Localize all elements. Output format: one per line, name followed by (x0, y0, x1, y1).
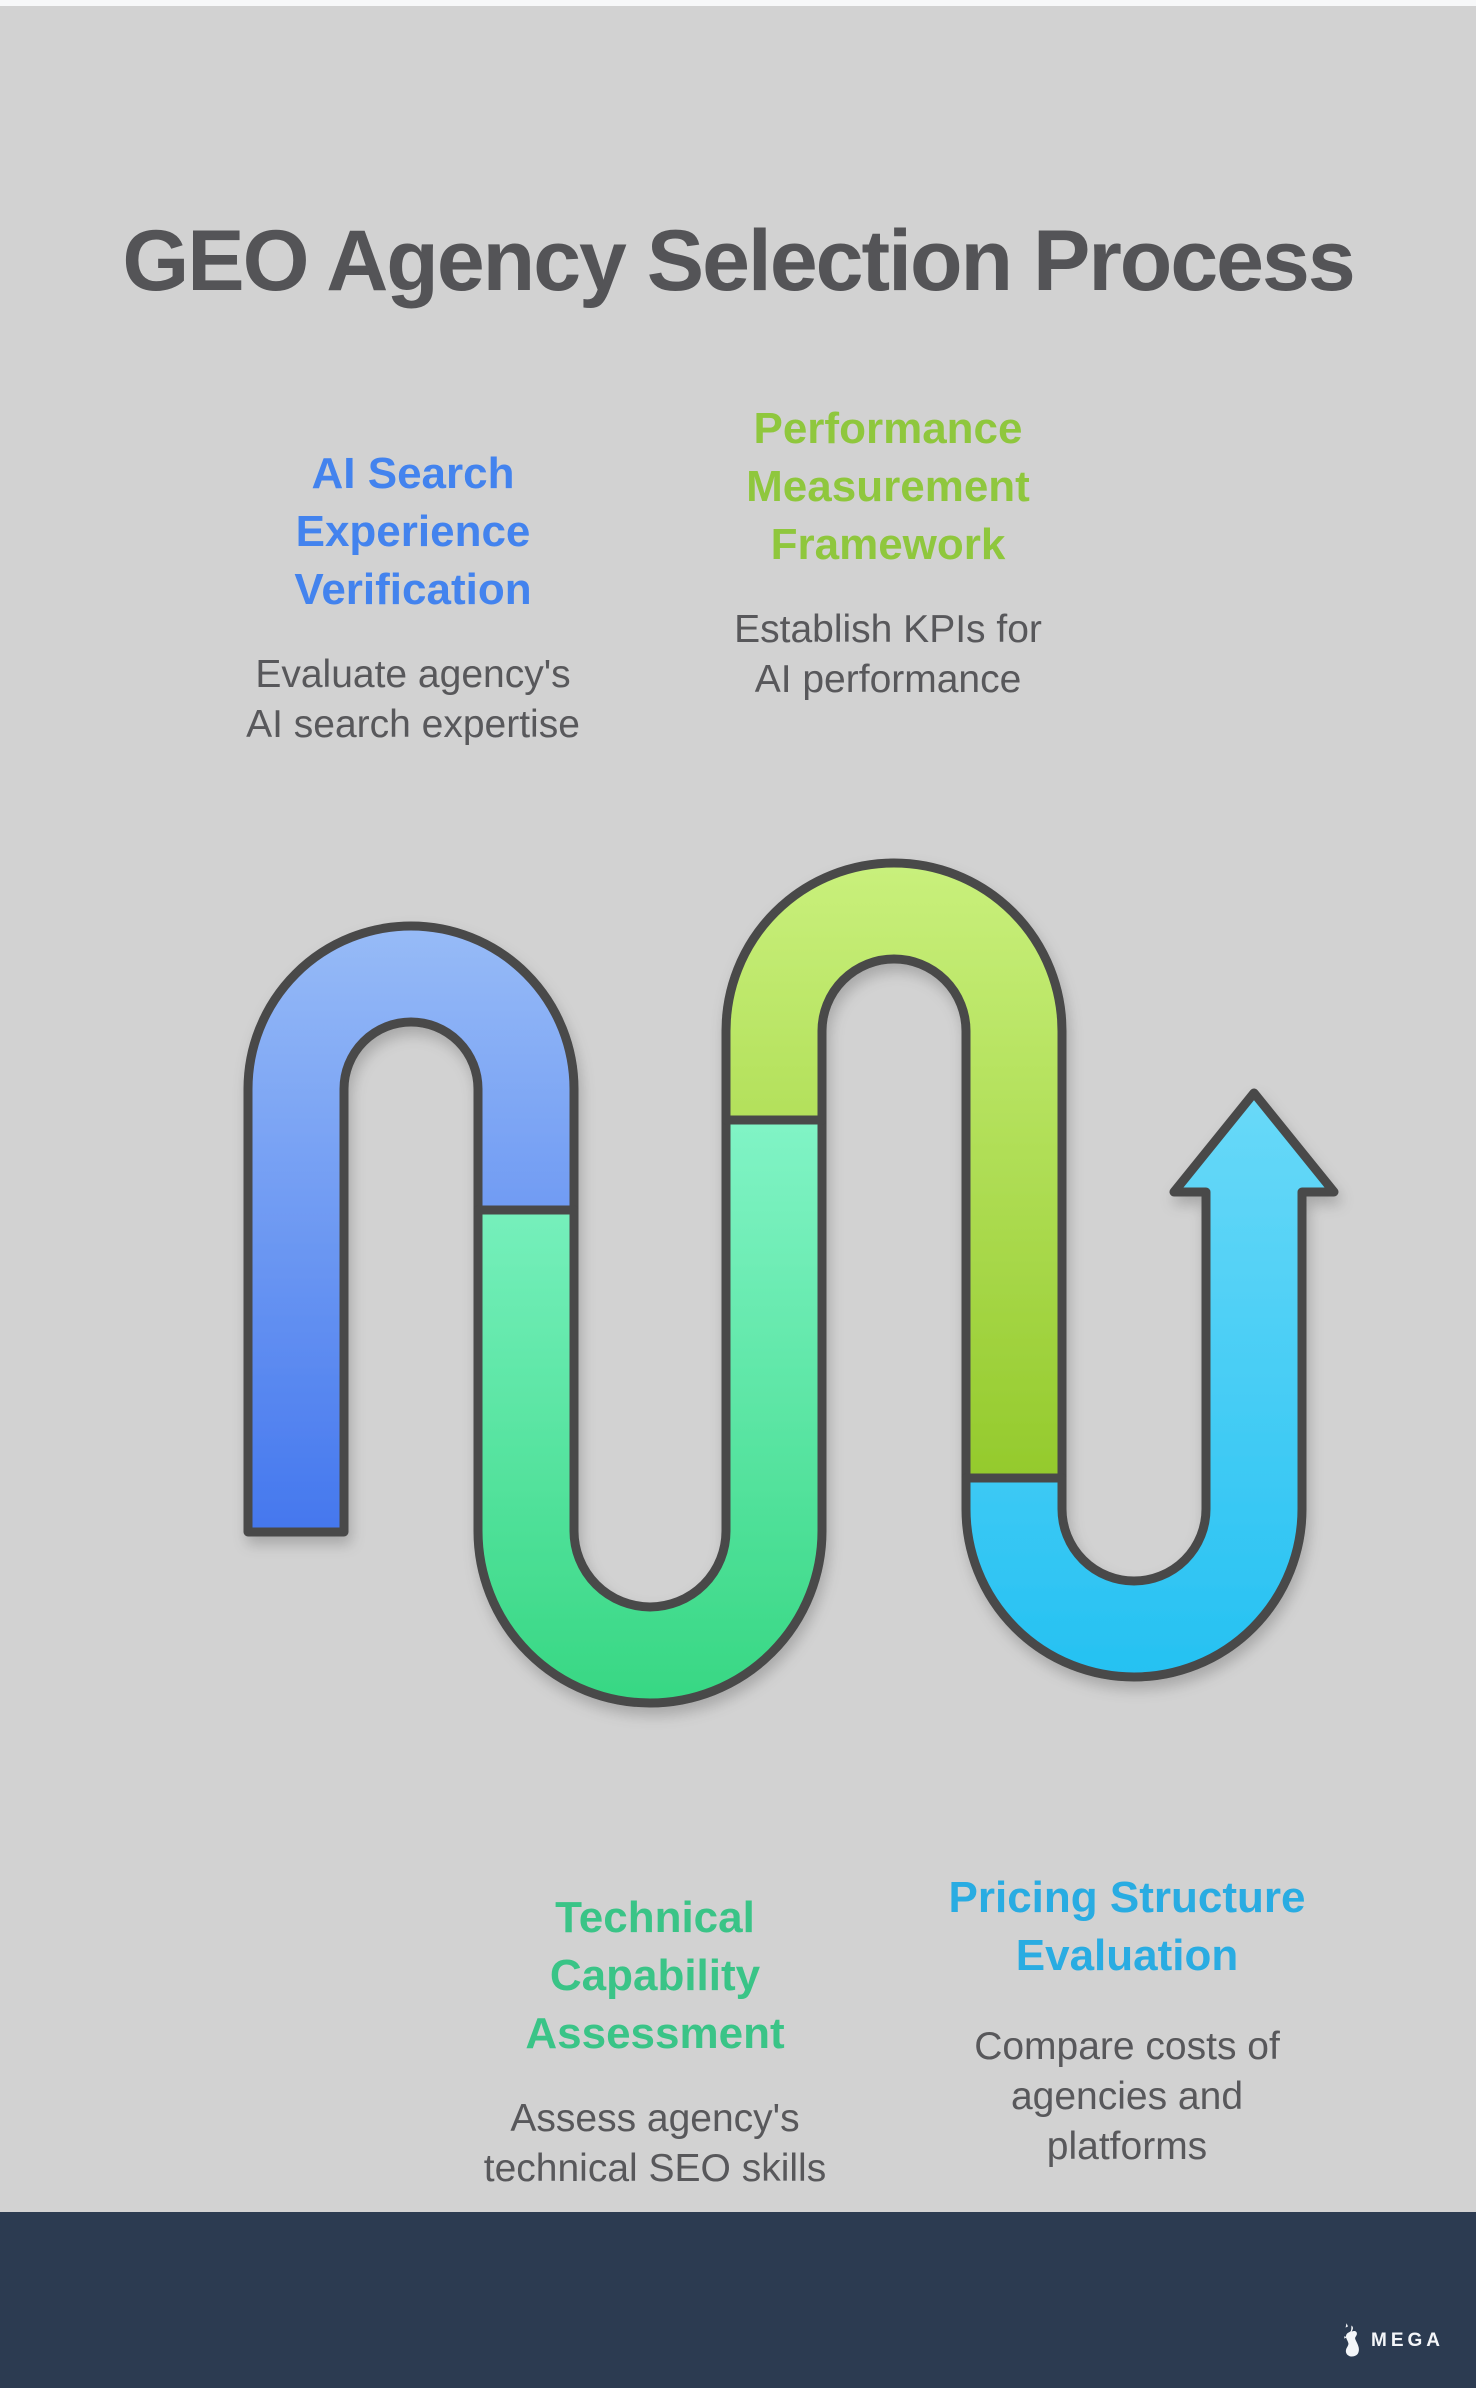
stage-ai-search-description: Evaluate agency's AI search expertise (153, 650, 673, 750)
stage-title-line: Verification (294, 565, 532, 614)
stage-technical-block: Technical Capability Assessment Assess a… (395, 1889, 915, 2194)
path-segment-technical (473, 1115, 827, 1708)
top-strip (0, 0, 1476, 6)
stage-performance-block: Performance Measurement Framework Establ… (628, 400, 1148, 705)
stage-pricing-block: Pricing Structure Evaluation Compare cos… (867, 1869, 1387, 2172)
page-title: GEO Agency Selection Process (122, 213, 1355, 309)
stage-title-line: Measurement (746, 462, 1030, 511)
stage-pricing-description: Compare costs of agencies and platforms (867, 2022, 1387, 2172)
stage-ai-search-title: AI Search Experience Verification (153, 445, 673, 619)
stage-performance-description: Establish KPIs for AI performance (628, 605, 1148, 705)
footer-bar: MEGA (0, 2212, 1476, 2388)
stage-title-line: Capability (549, 1951, 761, 2000)
path-segment-ai-search (243, 921, 579, 1537)
mega-logo-icon (1344, 2323, 1359, 2357)
brand-name: MEGA (1371, 2330, 1444, 2351)
stage-title-line: Assessment (525, 2009, 785, 2058)
stage-title-line: Pricing Structure (948, 1873, 1306, 1922)
path-segment-pricing-arrow (961, 1088, 1339, 1682)
stage-desc-line: platforms (1046, 2125, 1208, 2168)
stage-title-line: Evaluation (1015, 1931, 1239, 1980)
stage-desc-line: Assess agency's (510, 2097, 800, 2140)
stage-ai-search-block: AI Search Experience Verification Evalua… (153, 445, 673, 750)
stage-desc-line: technical SEO skills (483, 2147, 827, 2190)
stage-desc-line: agencies and (1010, 2075, 1244, 2118)
stage-title-line: Experience (295, 507, 531, 556)
stage-title-line: Technical (555, 1893, 755, 1942)
stage-technical-description: Assess agency's technical SEO skills (395, 2094, 915, 2194)
stage-desc-line: AI search expertise (246, 703, 580, 746)
path-segment-performance (721, 858, 1067, 1483)
stage-desc-line: Evaluate agency's (255, 653, 571, 696)
stage-desc-line: AI performance (754, 658, 1022, 701)
stage-technical-title: Technical Capability Assessment (395, 1889, 915, 2063)
stage-desc-line: Establish KPIs for (734, 608, 1042, 651)
stage-desc-line: Compare costs of (974, 2025, 1280, 2068)
stage-pricing-title: Pricing Structure Evaluation (867, 1869, 1387, 1985)
stage-title-line: AI Search (311, 449, 515, 498)
brand-logo: MEGA (1339, 2322, 1444, 2360)
stage-performance-title: Performance Measurement Framework (628, 400, 1148, 574)
stage-title-line: Performance (753, 404, 1023, 453)
stage-title-line: Framework (770, 520, 1006, 569)
